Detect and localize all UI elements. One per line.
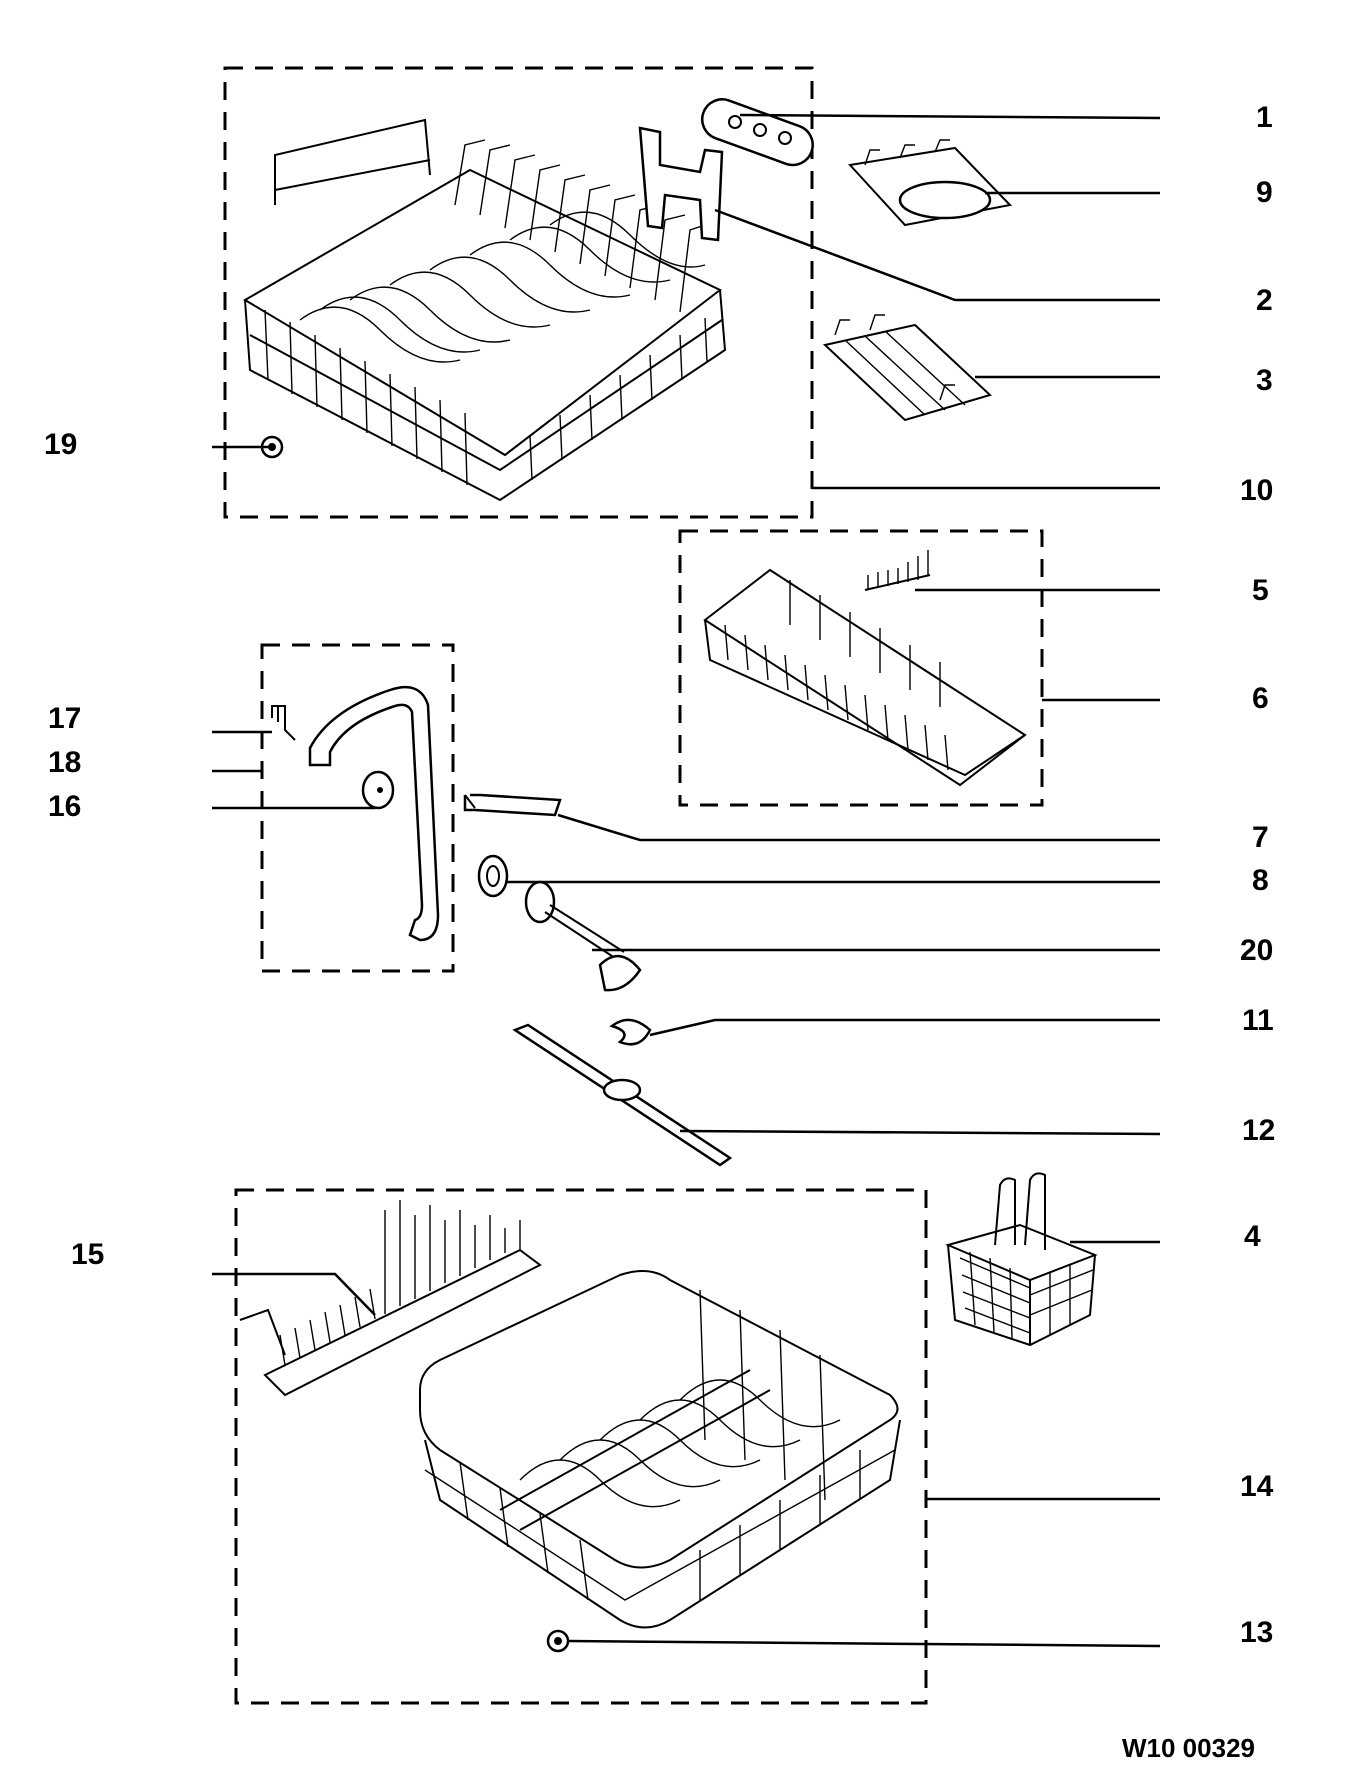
leader-2 (714, 208, 1160, 302)
callout-13: 13 (1240, 1616, 1274, 1649)
cutlery-shelf-assembly (678, 529, 1044, 807)
callout-6: 6 (1252, 682, 1269, 715)
callout-2: 2 (1256, 284, 1273, 317)
comb-part-5 (864, 550, 931, 591)
nut-part-11 (609, 1018, 652, 1046)
leader-lines (212, 113, 1161, 1648)
callout-9: 9 (1256, 176, 1273, 209)
hub-part-20 (524, 880, 642, 992)
callout-15: 15 (71, 1238, 105, 1271)
gasket-part-16 (361, 770, 395, 810)
cutlery-shelf-group-box (678, 529, 1044, 807)
callout-7: 7 (1252, 821, 1269, 854)
callout-20: 20 (1240, 934, 1274, 967)
clip-part-17 (271, 705, 296, 741)
upper-basket-assembly (223, 66, 814, 519)
cutlery-basket-part-4 (944, 1172, 1098, 1347)
figure-code: W10 00329 (1122, 1733, 1255, 1763)
callout-1: 1 (1256, 101, 1273, 134)
bracket-part-2 (638, 126, 724, 242)
plate-rack-part-15 (239, 1200, 542, 1397)
leader-11 (649, 1018, 1160, 1037)
bracket-part-7 (463, 793, 562, 817)
leader-15 (212, 1272, 376, 1316)
leader-13 (567, 1639, 1161, 1648)
lower-basket-drawing (419, 1270, 901, 1629)
callout-11: 11 (1242, 1004, 1274, 1037)
lower-spray-arm-part-12 (512, 1023, 733, 1167)
callout-17: 17 (48, 702, 82, 735)
callout-8: 8 (1252, 864, 1269, 897)
callout-19: 19 (44, 428, 78, 461)
wheel-part-13 (546, 1629, 570, 1653)
wheel-part-19 (260, 435, 284, 459)
callout-10: 10 (1240, 474, 1274, 507)
callout-14: 14 (1240, 1470, 1274, 1503)
leader-1 (739, 113, 1161, 120)
cutlery-shelf-drawing (703, 568, 1027, 787)
seal-part-8 (477, 854, 509, 898)
callout-3: 3 (1256, 364, 1273, 397)
lower-basket-assembly (234, 1188, 928, 1705)
rack-insert-part-3 (822, 314, 992, 422)
cup-shelf-part-9 (848, 139, 1013, 227)
callout-16: 16 (48, 790, 82, 823)
clip-part-1 (700, 98, 814, 167)
upper-basket-drawing (243, 118, 727, 502)
callout-18: 18 (48, 746, 82, 779)
upper-basket-group-box (223, 66, 814, 519)
lower-basket-group-box (234, 1188, 928, 1705)
leader-12 (679, 1129, 1161, 1136)
callout-4: 4 (1244, 1220, 1261, 1253)
supply-pipe-drawing (308, 685, 440, 942)
callout-5: 5 (1252, 574, 1269, 607)
leader-7 (557, 813, 1160, 842)
callout-12: 12 (1242, 1114, 1276, 1147)
